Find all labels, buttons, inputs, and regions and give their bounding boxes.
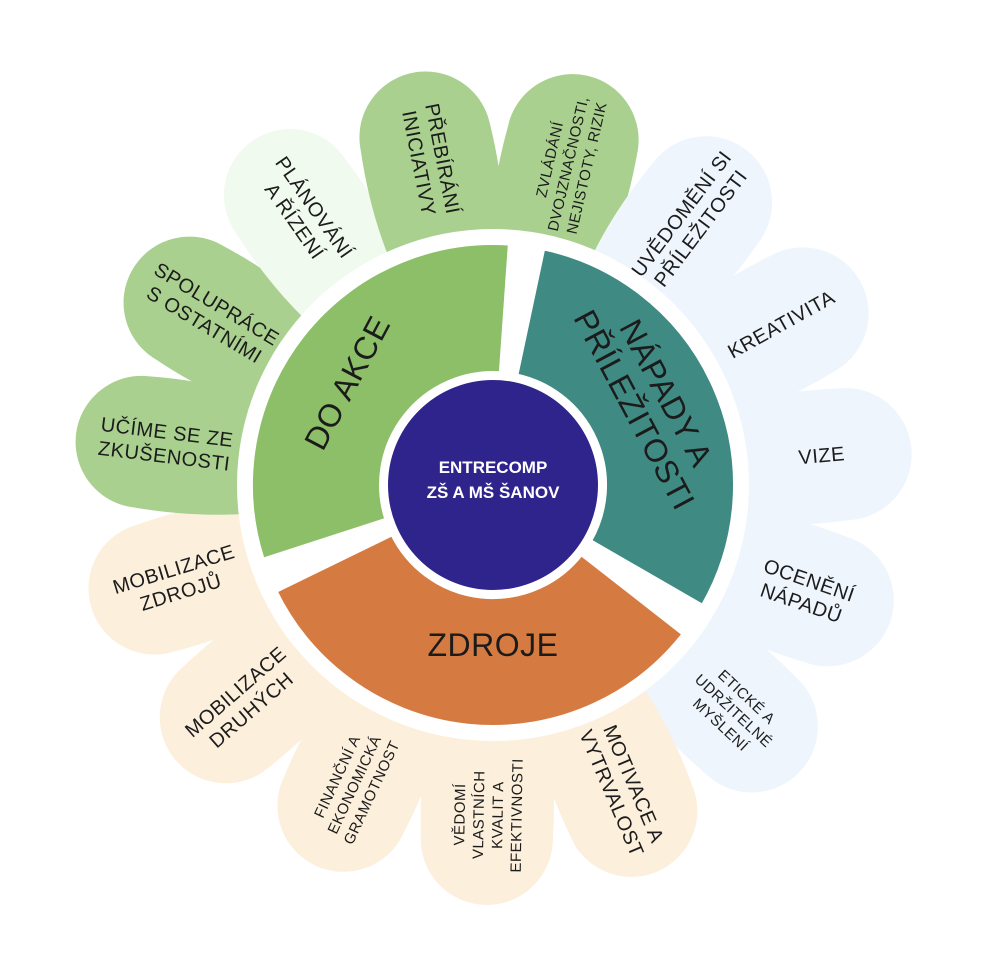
area-label-resources: ZDROJE (428, 627, 559, 663)
center-title: ENTRECOMP (439, 458, 548, 477)
competence-label-line: VĚDOMÍ (451, 783, 469, 846)
competence-label-line: KVALIT A (489, 781, 507, 849)
competence-label-line: EFEKTIVNOSTI (508, 758, 527, 873)
area-segment-ideas (513, 245, 738, 609)
competence-label: VIZE (798, 443, 846, 469)
center-hub: ENTRECOMP ZŠ A MŠ ŠANOV (382, 374, 604, 596)
competence-label-line: VLASTNÍCH (470, 770, 489, 859)
center-subtitle: ZŠ A MŠ ŠANOV (427, 483, 561, 502)
area-segment-action (248, 241, 513, 563)
center-circle (382, 374, 604, 596)
competence-label-line: VIZE (798, 443, 846, 469)
competence-label: VĚDOMÍVLASTNÍCHKVALIT AEFEKTIVNOSTI (451, 757, 527, 873)
area-segment-resources (272, 531, 687, 730)
area-label-line: ZDROJE (428, 627, 559, 663)
